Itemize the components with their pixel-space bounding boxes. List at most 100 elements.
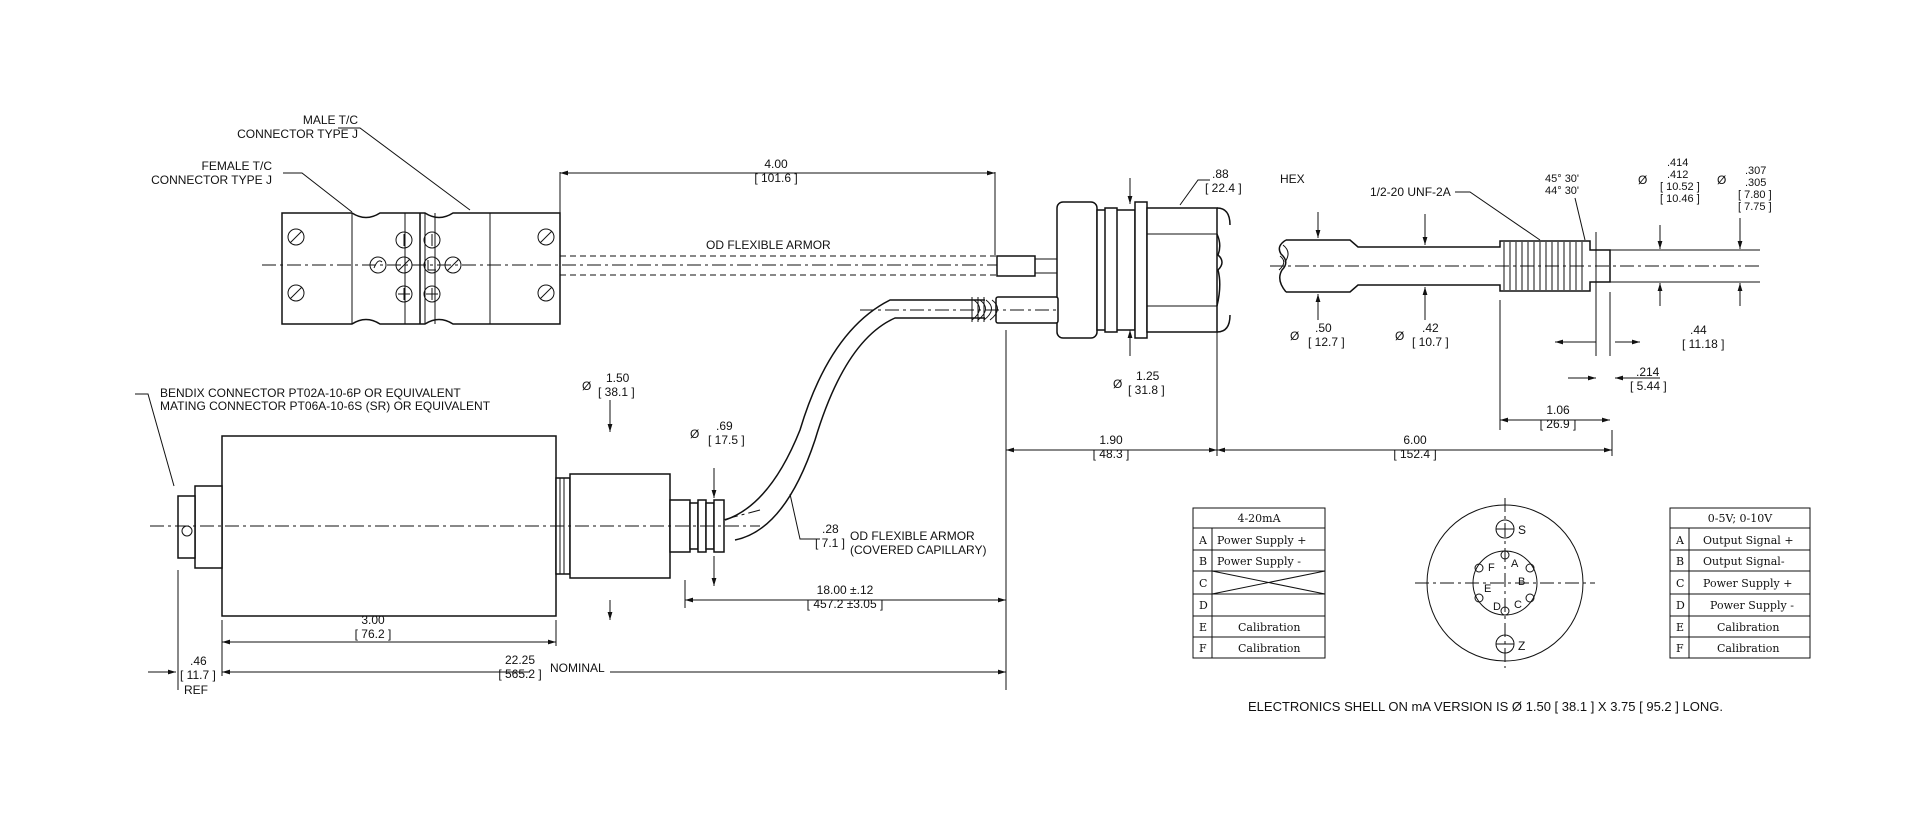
dim-414-d: [ 10.46 ] (1660, 193, 1700, 205)
bendix-label-2: MATING CONNECTOR PT06A-10-6S (SR) OR EQU… (160, 399, 491, 413)
dimension-texts: .88 [ 22.4 ] HEX 1/2-20 UNF-2A 45° 30' 4… (180, 157, 1772, 697)
table-v-pin: C (1676, 577, 1684, 590)
male-connector-label-2: CONNECTOR TYPE J (237, 127, 358, 141)
table-v-label: Power Supply + (1703, 577, 1792, 590)
od-armor-bottom-1: OD FLEXIBLE ARMOR (850, 529, 975, 543)
dim-1800-mm: [ 457.2 ±3.05 ] (807, 597, 884, 611)
table-ma-label: Calibration (1238, 642, 1301, 655)
table-ma-label: Power Supply + (1217, 534, 1306, 547)
dim-414-c: [ 10.52 ] (1660, 181, 1700, 193)
table-ma-pin: E (1199, 621, 1207, 634)
table-v-title: 0-5V; 0-10V (1708, 512, 1773, 525)
dim-42: .42 (1422, 321, 1439, 335)
dim-125: 1.25 (1136, 369, 1160, 383)
table-v-pin: E (1676, 621, 1684, 634)
dim-414-a: .414 (1667, 157, 1688, 169)
diam-symbol-150: Ø (582, 379, 591, 393)
table-v-label: Power Supply - (1710, 599, 1794, 612)
dim-angle-2: 44° 30' (1545, 185, 1579, 197)
dim-125-mm: [ 31.8 ] (1128, 383, 1165, 397)
face-top-label: S (1518, 523, 1526, 537)
dim-69: .69 (716, 419, 733, 433)
dim-300-mm: [ 76.2 ] (355, 627, 392, 641)
dim-hex: .88 (1212, 167, 1229, 181)
face-pin-d: D (1493, 601, 1501, 613)
dim-44-mm: [ 11.18 ] (1682, 337, 1724, 351)
dim-2225: 22.25 (505, 653, 535, 667)
table-v-pin: F (1676, 642, 1684, 655)
dim-2225-mm: [ 565.2 ] (498, 667, 541, 681)
dim-28-mm: [ 7.1 ] (815, 536, 845, 550)
dim-50: .50 (1315, 321, 1332, 335)
table-v-label: Output Signal + (1703, 534, 1794, 547)
table-v-pin: D (1676, 599, 1685, 612)
face-pin-a: A (1511, 558, 1519, 570)
face-pin-b: B (1518, 576, 1525, 588)
female-connector-label-1: FEMALE T/C (202, 159, 273, 173)
table-ma-label: Power Supply - (1217, 555, 1301, 568)
female-connector-label-2: CONNECTOR TYPE J (151, 173, 272, 187)
table-ma-label: Calibration (1238, 621, 1301, 634)
dim-106-mm: [ 26.9 ] (1540, 417, 1577, 431)
electronics-housing (150, 435, 760, 617)
male-connector-label-1: MALE T/C (303, 113, 358, 127)
thermocouple-connector (262, 212, 998, 325)
dim-28: .28 (822, 522, 839, 536)
fitting-body (996, 178, 1231, 356)
diam-symbol-307: Ø (1717, 173, 1726, 187)
diam-symbol-69: Ø (690, 427, 699, 441)
table-v-pin: A (1675, 534, 1685, 547)
dim-50-mm: [ 12.7 ] (1308, 335, 1345, 349)
diam-symbol-50: Ø (1290, 329, 1299, 343)
dim-angle-1: 45° 30' (1545, 173, 1579, 185)
table-ma-pin: D (1199, 599, 1208, 612)
diam-symbol-42: Ø (1395, 329, 1404, 343)
diam-symbol-125: Ø (1113, 377, 1122, 391)
dim-307-a: .307 (1745, 165, 1766, 177)
table-v-pin: B (1676, 555, 1684, 568)
dim-44: .44 (1690, 323, 1707, 337)
dim-307-d: [ 7.75 ] (1738, 201, 1772, 213)
od-armor-bottom-2: (COVERED CAPILLARY) (850, 543, 986, 557)
face-pin-f: F (1488, 562, 1495, 574)
dim-106: 1.06 (1546, 403, 1570, 417)
flexible-armor-top: OD FLEXIBLE ARMOR 4.00 [ 101.6 ] (559, 157, 998, 276)
table-ma-pin: B (1199, 555, 1207, 568)
bendix-label-1: BENDIX CONNECTOR PT02A-10-6P OR EQUIVALE… (160, 386, 461, 400)
dim-600-mm: [ 152.4 ] (1393, 447, 1436, 461)
table-ma-title: 4-20mA (1237, 512, 1281, 525)
dim-600: 6.00 (1403, 433, 1427, 447)
table-v-label: Output Signal- (1703, 555, 1785, 568)
bendix-callout: BENDIX CONNECTOR PT02A-10-6P OR EQUIVALE… (135, 386, 491, 487)
dim-46: .46 (190, 654, 207, 668)
diam-symbol-414: Ø (1638, 173, 1647, 187)
dim-1800: 18.00 ±.12 (817, 583, 874, 597)
dim-46-mm: [ 11.7 ] (180, 668, 216, 682)
nominal-label: NOMINAL (550, 661, 605, 675)
ref-label: REF (184, 683, 208, 697)
armor-elbow (699, 296, 1059, 541)
hex-label: HEX (1280, 172, 1305, 186)
dim-42-mm: [ 10.7 ] (1412, 335, 1449, 349)
dim-150: 1.50 (606, 371, 630, 385)
dim-armor-length: 4.00 (764, 157, 788, 171)
wiring-table-v: 0-5V; 0-10V A Output Signal + B Output S… (1669, 507, 1811, 659)
dim-300: 3.00 (361, 613, 385, 627)
dim-hex-mm: [ 22.4 ] (1205, 181, 1242, 195)
connector-face: S Z A B C D E F (1415, 498, 1595, 668)
dim-307-b: .305 (1745, 177, 1766, 189)
shaft-dimensions (1315, 212, 1743, 430)
dim-190-mm: [ 48.3 ] (1093, 447, 1130, 461)
thread-label: 1/2-20 UNF-2A (1370, 185, 1451, 199)
table-v-label: Calibration (1717, 642, 1780, 655)
probe-shaft (1270, 239, 1760, 293)
dim-414-b: .412 (1667, 169, 1688, 181)
table-ma-pin: F (1199, 642, 1207, 655)
face-bottom-label: Z (1518, 639, 1525, 653)
table-v-label: Calibration (1717, 621, 1780, 634)
dim-190: 1.90 (1099, 433, 1123, 447)
wiring-table-ma: 4-20mA A Power Supply + B Power Supply -… (1192, 507, 1326, 659)
dim-214-mm: [ 5.44 ] (1630, 379, 1667, 393)
housing-dimensions (148, 290, 1613, 690)
dim-214: .214 (1636, 365, 1660, 379)
